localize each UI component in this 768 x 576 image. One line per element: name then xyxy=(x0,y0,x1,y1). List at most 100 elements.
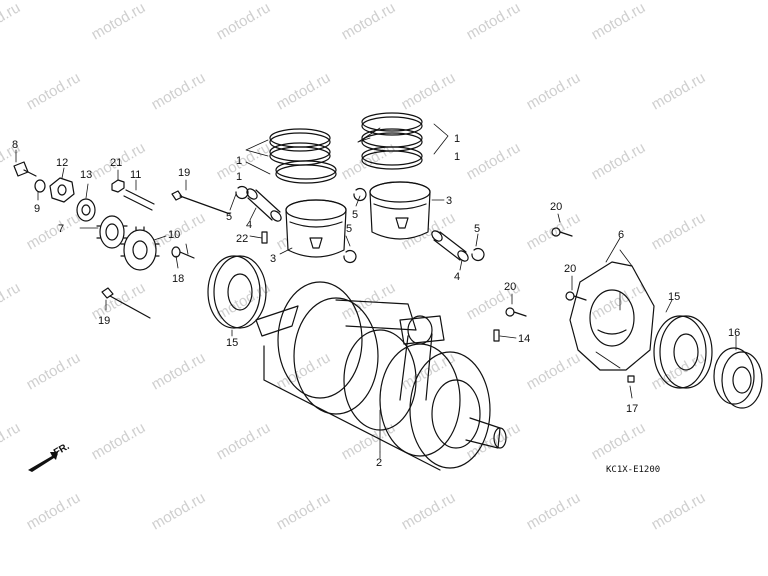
watermark-text: motod.ru xyxy=(214,139,274,183)
bolt-20-c xyxy=(505,307,527,317)
circlip-3 xyxy=(343,249,357,264)
oil-plate-6 xyxy=(569,261,655,371)
piston-right xyxy=(369,181,431,240)
callout-1: 1 xyxy=(236,171,242,183)
watermark-text: motod.ru xyxy=(464,0,524,43)
spring-washer-9 xyxy=(34,179,46,193)
callout-14: 14 xyxy=(518,333,530,345)
watermark-text: motod.ru xyxy=(24,209,84,253)
callout-2: 2 xyxy=(376,457,382,469)
dowel-pin xyxy=(261,231,268,244)
callout-5: 5 xyxy=(474,223,480,235)
callout-15: 15 xyxy=(668,291,680,303)
bolt-19-lower xyxy=(101,287,151,319)
circlip-1 xyxy=(235,185,249,200)
callout-4: 4 xyxy=(246,219,252,231)
watermark-text: motod.ru xyxy=(524,209,584,253)
callout-5: 5 xyxy=(346,223,352,235)
watermark-text: motod.ru xyxy=(214,0,274,43)
stud-11 xyxy=(123,189,155,211)
bearing-left xyxy=(207,255,267,329)
watermark-text: motod.ru xyxy=(649,209,709,253)
piston-pin-right xyxy=(431,230,469,262)
callout-19: 19 xyxy=(98,315,110,327)
callout-7: 7 xyxy=(58,223,64,235)
callout-1: 1 xyxy=(236,155,242,167)
washer-13 xyxy=(76,198,96,222)
callout-10: 10 xyxy=(168,229,180,241)
watermark-text: motod.ru xyxy=(149,69,209,113)
callout-4: 4 xyxy=(454,271,460,283)
callout-3: 3 xyxy=(446,195,452,207)
crankshaft xyxy=(255,281,507,471)
o-ring-17 xyxy=(627,375,635,383)
piston-left xyxy=(285,199,347,258)
watermark-text: motod.ru xyxy=(649,69,709,113)
callout-3: 3 xyxy=(270,253,276,265)
callout-5: 5 xyxy=(226,211,232,223)
circlip-4 xyxy=(471,247,485,262)
bolt-18 xyxy=(171,246,195,259)
callout-8: 8 xyxy=(12,139,18,151)
callout-16: 16 xyxy=(728,327,740,339)
callout-12: 12 xyxy=(56,157,68,169)
watermark-text: motod.ru xyxy=(0,0,23,43)
callout-6: 6 xyxy=(618,229,624,241)
watermark-text: motod.ru xyxy=(214,419,274,463)
piston-rings-right xyxy=(361,112,423,170)
watermark-text: motod.ru xyxy=(0,279,23,323)
callout-15: 15 xyxy=(226,337,238,349)
leader-lines xyxy=(15,123,737,459)
callout-11: 11 xyxy=(130,169,141,181)
watermark-text: motod.ru xyxy=(589,0,649,43)
watermark-text: motod.ru xyxy=(89,419,149,463)
bearing-right xyxy=(653,315,713,389)
watermark-text: motod.ru xyxy=(274,489,334,533)
piston-rings-left xyxy=(269,128,337,184)
callout-20: 20 xyxy=(504,281,516,293)
callout-labels: 1 1 1 1 2 3 3 4 4 5 5 5 5 6 7 8 9 10 11 … xyxy=(12,133,740,469)
callout-5: 5 xyxy=(352,209,358,221)
watermark-text: motod.ru xyxy=(149,489,209,533)
bolt-20-a xyxy=(551,227,573,237)
callout-20: 20 xyxy=(564,263,576,275)
callout-22: 22 xyxy=(236,233,248,245)
watermark-text: motod.ru xyxy=(89,0,149,43)
gear-7 xyxy=(96,215,128,249)
dowel-pin-14 xyxy=(493,329,500,342)
callout-13: 13 xyxy=(80,169,92,181)
callout-20: 20 xyxy=(550,201,562,213)
bolt-8 xyxy=(13,161,37,177)
watermark-text: motod.ru xyxy=(24,69,84,113)
watermark-text: motod.ru xyxy=(464,139,524,183)
watermark-text: motod.ru xyxy=(339,0,399,43)
watermark-text: motod.ru xyxy=(649,489,709,533)
watermark-text: motod.ru xyxy=(274,69,334,113)
gear-10 xyxy=(120,226,160,271)
callout-18: 18 xyxy=(172,273,184,285)
nut-21 xyxy=(111,179,125,193)
callout-1: 1 xyxy=(454,133,460,145)
watermark-text: motod.ru xyxy=(524,489,584,533)
watermark-text: motod.ru xyxy=(339,419,399,463)
oil-seal-16 xyxy=(713,347,763,409)
callout-1: 1 xyxy=(454,151,460,163)
watermark-text: motod.ru xyxy=(524,349,584,393)
watermark-text: motod.ru xyxy=(589,419,649,463)
circlip-2 xyxy=(353,187,367,202)
diagram-code: KC1X-E1200 xyxy=(606,465,660,475)
bolt-19-upper xyxy=(171,190,231,215)
watermark-text: motod.ru xyxy=(149,349,209,393)
front-marker-label: FR. xyxy=(52,441,72,459)
watermark-text: motod.ru xyxy=(0,419,23,463)
callout-19: 19 xyxy=(178,167,190,179)
watermark-text: motod.ru xyxy=(399,489,459,533)
callout-17: 17 xyxy=(626,403,638,415)
piston-pin-left xyxy=(246,188,282,222)
watermark-text: motod.ru xyxy=(24,349,84,393)
nut-12 xyxy=(49,177,75,203)
watermark-text: motod.ru xyxy=(24,489,84,533)
